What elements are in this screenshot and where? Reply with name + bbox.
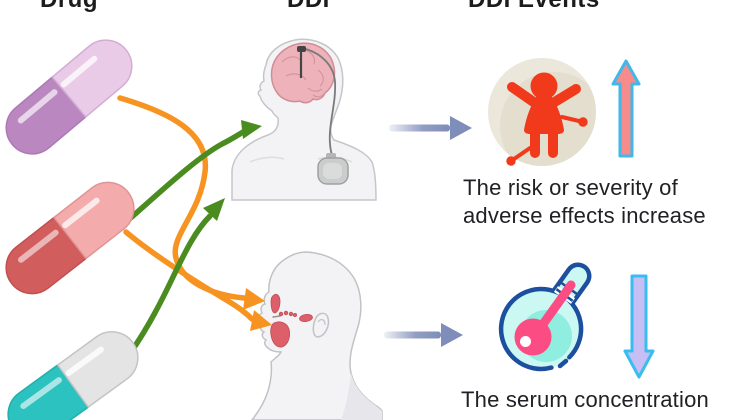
caption-line: adverse effects increase: [463, 203, 706, 228]
ethmoid-cell: [278, 311, 284, 317]
column-header-drug: Drug: [40, 0, 98, 14]
dbs-patient-figure: [231, 38, 377, 201]
ear: [312, 312, 330, 338]
green-interaction-arrow-1: [123, 120, 262, 225]
arrow-curve: [123, 129, 246, 225]
flow-arrow-2-icon: [384, 323, 463, 347]
doll-pin: [512, 146, 532, 161]
arrowhead: [250, 310, 272, 331]
maxillary-sinus: [270, 321, 290, 348]
doll-arm: [507, 82, 540, 108]
orange-interaction-arrow-2: [123, 229, 272, 331]
doll-pin-head: [506, 156, 516, 166]
ear-inner: [317, 319, 326, 326]
arrow-curve: [117, 95, 247, 301]
doll-pin: [560, 115, 581, 123]
eye-line: [272, 315, 281, 318]
brain-folds: [281, 49, 325, 98]
increase-arrow-icon: [611, 59, 641, 158]
pulse-generator-inner: [323, 163, 342, 179]
implant-wire: [305, 48, 337, 161]
teal-capsule: [7, 331, 139, 420]
doll-arm: [548, 84, 581, 108]
ethmoid-cell: [288, 311, 294, 317]
ethmoid-cell: [283, 310, 289, 316]
arrowhead: [243, 288, 265, 310]
purple-capsule: [5, 39, 133, 155]
column-header-ddi: DDI: [287, 0, 330, 14]
doll-head: [530, 72, 558, 100]
brain-electrode-icon: [297, 46, 306, 52]
sphenoid-sinus: [299, 314, 313, 322]
brain: [270, 42, 336, 104]
neck-shading: [341, 373, 382, 420]
sinusitis-head-figure: [251, 251, 383, 420]
arrowhead: [241, 120, 262, 139]
thermometer-icon: [498, 262, 592, 372]
arrow-curve: [128, 213, 213, 355]
arrow-curve: [123, 229, 255, 322]
green-interaction-arrow-2: [128, 198, 225, 355]
serum-concentration-caption: The serum concentration: [461, 386, 709, 414]
decrease-arrow-icon: [623, 274, 655, 379]
clavicle-line: [249, 156, 285, 163]
flow-arrow-1-icon: [389, 116, 472, 140]
ethmoid-cell: [292, 312, 297, 317]
arrowhead: [203, 198, 225, 221]
thermo-bulb-highlight: [520, 336, 531, 347]
red-capsule: [5, 181, 135, 295]
doll-pin-head: [578, 117, 588, 127]
frontal-sinus: [270, 293, 281, 314]
caption-line: The serum concentration: [461, 387, 709, 412]
inflamed-sinuses: [270, 293, 313, 348]
thermo-bulb: [514, 318, 552, 356]
adverse-effect-doll-icon: [488, 58, 596, 166]
caption-line: The risk or severity of: [463, 175, 678, 200]
column-header-ddi-events: DDI Events: [468, 0, 600, 14]
adverse-effect-caption: The risk or severity of adverse effects …: [463, 174, 706, 230]
